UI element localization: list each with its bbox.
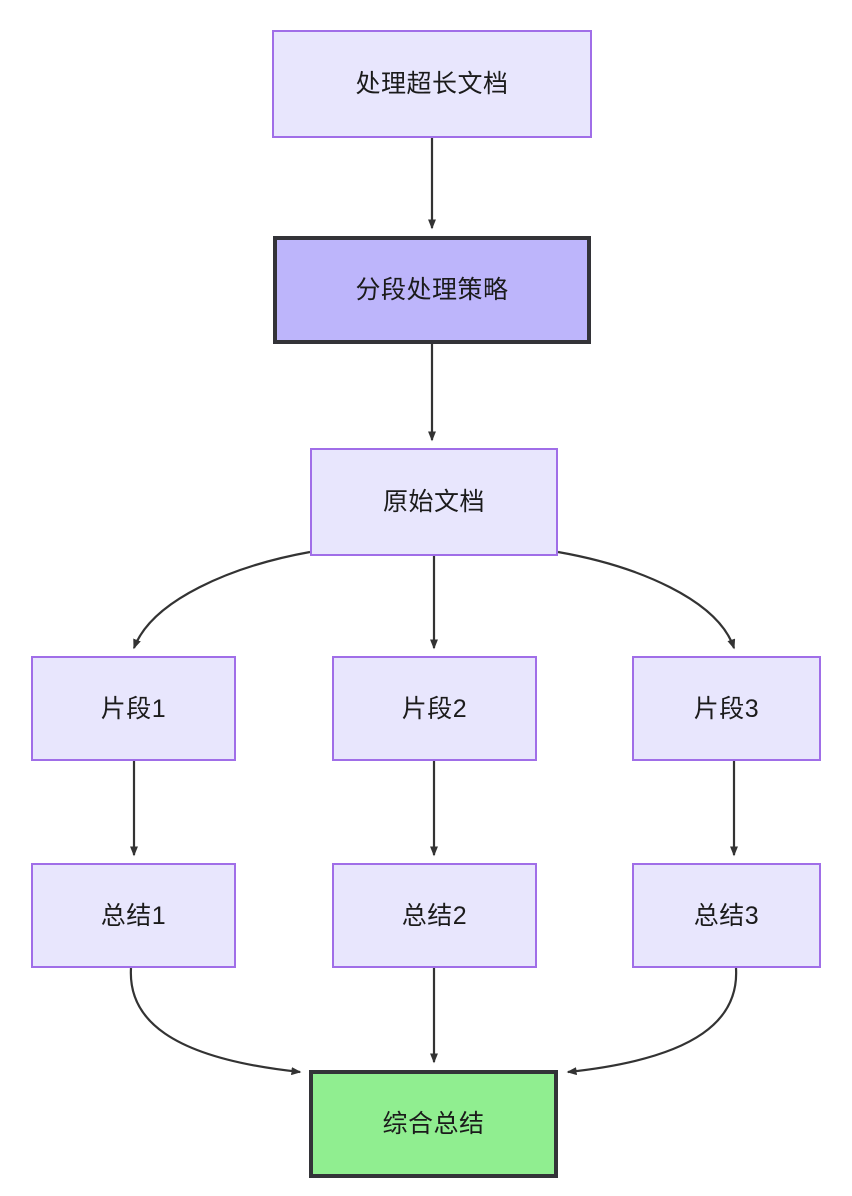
node-summary-1[interactable]: 总结1 xyxy=(31,863,236,968)
edge-source-doc-to-fragment-1 xyxy=(132,550,311,650)
node-fragment-2-label: 片段2 xyxy=(401,694,468,723)
edge-summary-3-to-final-summary xyxy=(566,967,738,1076)
node-chunk-strategy[interactable]: 分段处理策略 xyxy=(273,236,591,344)
edge-source-doc-to-fragment-3 xyxy=(557,550,736,650)
node-fragment-1-label: 片段1 xyxy=(100,694,167,723)
node-summary-3-label: 总结3 xyxy=(693,901,760,930)
node-summary-1-label: 总结1 xyxy=(100,901,167,930)
node-chunk-strategy-label: 分段处理策略 xyxy=(355,276,509,304)
node-summary-2-label: 总结2 xyxy=(401,901,468,930)
node-summary-3[interactable]: 总结3 xyxy=(632,863,821,968)
node-final-summary[interactable]: 综合总结 xyxy=(309,1070,558,1178)
node-final-summary-label: 综合总结 xyxy=(382,1110,485,1138)
node-fragment-2[interactable]: 片段2 xyxy=(332,656,537,761)
node-fragment-3-label: 片段3 xyxy=(693,694,760,723)
node-fragment-1[interactable]: 片段1 xyxy=(31,656,236,761)
edge-summary-1-to-final-summary xyxy=(129,967,302,1076)
node-summary-2[interactable]: 总结2 xyxy=(332,863,537,968)
node-long-doc-label: 处理超长文档 xyxy=(355,70,509,98)
node-source-doc[interactable]: 原始文档 xyxy=(310,448,558,556)
node-source-doc-label: 原始文档 xyxy=(382,488,485,516)
node-long-doc[interactable]: 处理超长文档 xyxy=(272,30,592,138)
node-fragment-3[interactable]: 片段3 xyxy=(632,656,821,761)
